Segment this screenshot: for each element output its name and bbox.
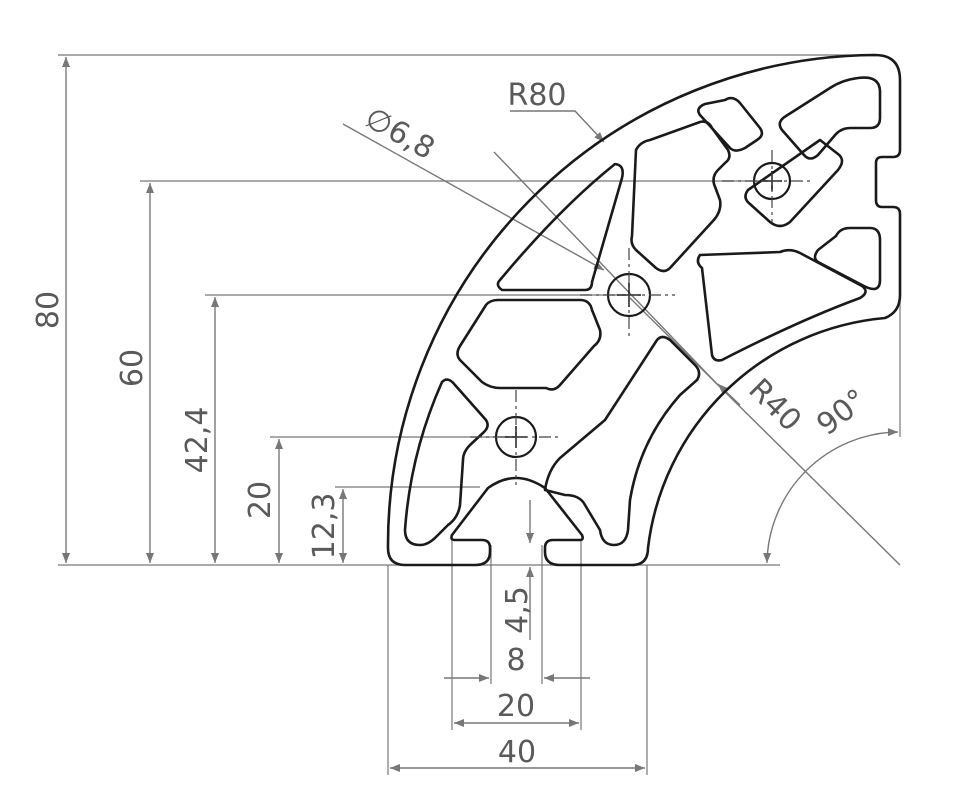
dimension-slot-4-5: 4,5 [500,500,535,640]
dimension-width-8: 8 [444,643,590,682]
cavity-right-middle [696,248,867,362]
dim-label-4-5: 4,5 [500,586,535,634]
cavity-lower-right [543,335,701,547]
dim-label-42-4: 42,4 [180,407,215,474]
dim-label-40: 40 [498,735,536,770]
pocket-right-lower [813,226,882,291]
dim-label-90-degrees: 90° [810,382,873,442]
pocket-outer-left [403,378,489,547]
dimension-height-20: 20 [243,439,283,563]
dimension-height-60: 60 [115,183,154,563]
dimension-width-20: 20 [454,689,579,727]
dim-label-80: 80 [31,291,66,329]
cavity-middle-left [456,298,602,391]
aluminium-profile [386,53,902,567]
dim-label-r80: R80 [507,78,566,113]
dim-label-12-3: 12,3 [307,493,342,560]
dimension-height-12-3: 12,3 [307,489,347,563]
bore-hole-top [722,150,812,222]
pocket-outer-top [697,96,764,152]
dim-label-20-vertical: 20 [243,481,278,519]
dim-label-20-horizontal: 20 [497,689,535,724]
dim-label-r40: R40 [741,372,807,438]
dimension-diameter-6-8: ∅6,8 [342,100,719,386]
cavity-upper-middle [630,120,731,273]
cavity-top-middle [744,138,844,228]
bore-hole-center [580,248,675,340]
dimension-height-80: 80 [31,57,70,563]
dim-label-60: 60 [115,349,150,387]
cavity-upper-left [496,162,624,292]
dimension-height-42-4: 42,4 [180,297,219,563]
profile-outer-contour [386,53,902,567]
dimension-radius-80: R80 [507,78,605,143]
bore-hole-bottom [470,390,562,485]
dim-label-diameter-6-8: ∅6,8 [359,100,441,166]
dim-label-8: 8 [506,643,525,678]
dimension-width-40: 40 [390,735,645,772]
